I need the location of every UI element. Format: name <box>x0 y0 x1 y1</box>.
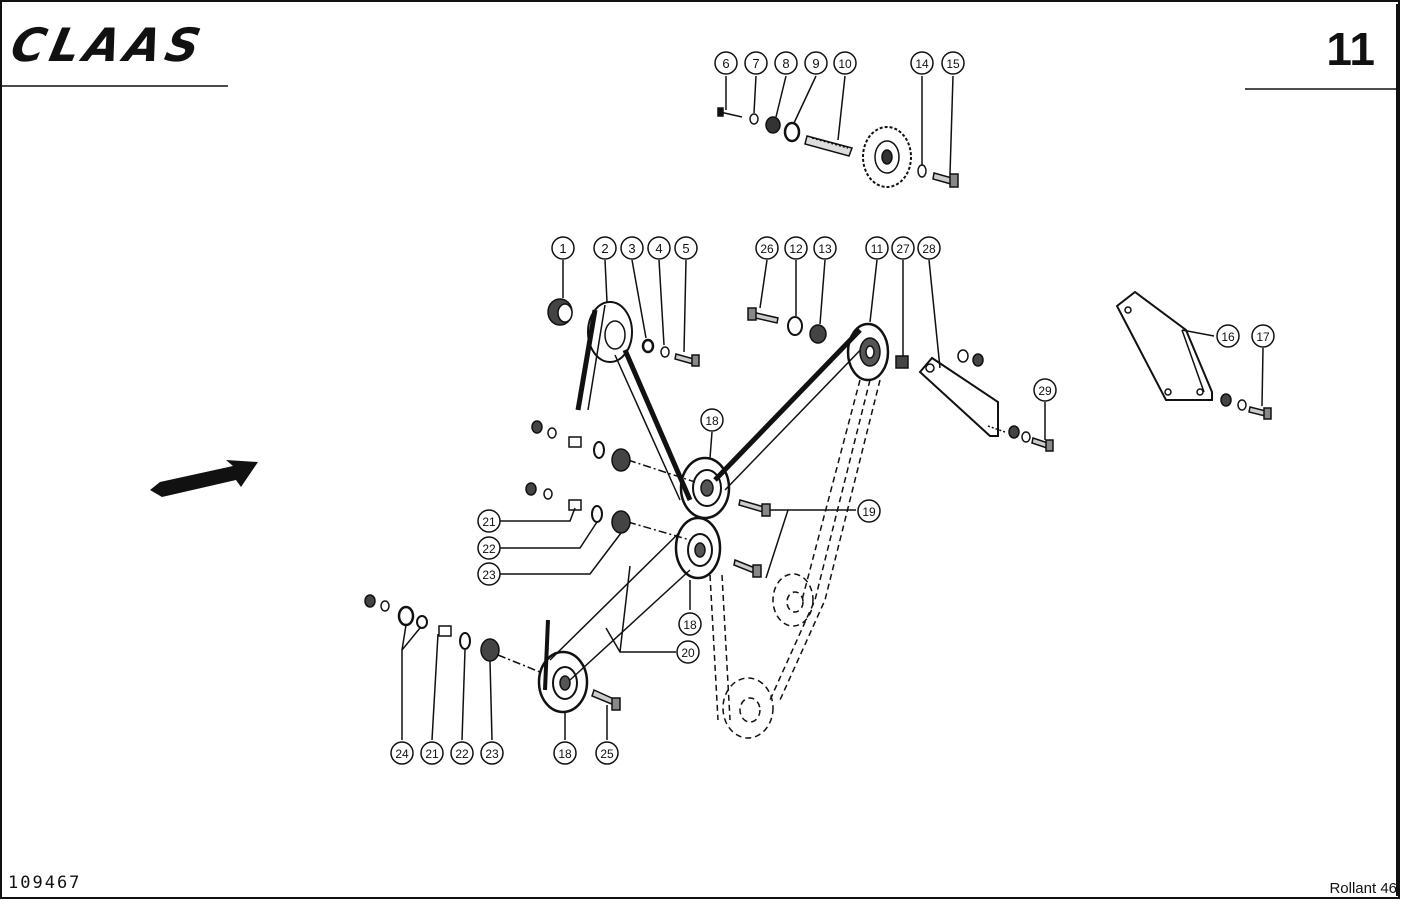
callout-5: 5 <box>674 236 698 260</box>
svg-text:28: 28 <box>922 242 936 256</box>
lower-belt-drive <box>364 531 691 741</box>
callout-19: 19 <box>857 499 881 523</box>
svg-text:14: 14 <box>915 57 929 71</box>
callout-24: 24 <box>390 741 414 765</box>
callout-12: 12 <box>784 236 808 260</box>
callout-8: 8 <box>774 51 798 75</box>
svg-text:18: 18 <box>558 747 572 761</box>
document-number: 109467 <box>8 873 82 893</box>
svg-text:21: 21 <box>425 747 439 761</box>
callout-18-upper: 18 <box>700 408 724 432</box>
callout-14: 14 <box>910 51 934 75</box>
callout-22-upper: 22 <box>477 536 501 560</box>
callout-2: 2 <box>593 236 617 260</box>
callout-6: 6 <box>714 51 738 75</box>
svg-text:22: 22 <box>455 747 469 761</box>
svg-text:10: 10 <box>838 57 852 71</box>
callout-28: 28 <box>917 236 941 260</box>
callout-17: 17 <box>1251 324 1275 348</box>
svg-text:5: 5 <box>682 241 689 256</box>
svg-text:12: 12 <box>789 242 803 256</box>
callout-22-lower: 22 <box>450 741 474 765</box>
callouts: 6 7 8 9 10 14 15 1 2 3 4 5 26 12 13 11 2… <box>390 51 1275 765</box>
callout-3: 3 <box>620 236 644 260</box>
upper-belt-drive <box>547 259 1054 501</box>
svg-text:9: 9 <box>812 56 819 71</box>
callout-1: 1 <box>551 236 575 260</box>
callout-21-upper: 21 <box>477 509 501 533</box>
callout-18-middle: 18 <box>678 612 702 636</box>
svg-text:24: 24 <box>395 747 409 761</box>
svg-text:23: 23 <box>485 747 499 761</box>
svg-text:22: 22 <box>482 542 496 556</box>
svg-text:27: 27 <box>896 242 910 256</box>
idler-pulley-stack <box>500 420 856 610</box>
callout-11: 11 <box>865 236 889 260</box>
callout-16: 16 <box>1216 324 1240 348</box>
callout-23-upper: 23 <box>477 562 501 586</box>
mounting-plate <box>1115 290 1272 420</box>
callout-10: 10 <box>833 51 857 75</box>
svg-text:20: 20 <box>681 646 695 660</box>
callout-4: 4 <box>647 236 671 260</box>
alternate-belt-dashed <box>709 379 881 739</box>
callout-20: 20 <box>676 640 700 664</box>
brand-logo: CLAAS <box>6 18 211 72</box>
svg-text:1: 1 <box>559 241 566 256</box>
svg-text:16: 16 <box>1221 330 1235 344</box>
top-idler-assembly <box>717 75 959 188</box>
callout-25: 25 <box>595 741 619 765</box>
model-name: Rollant 46 <box>1329 880 1397 897</box>
callout-21-lower: 21 <box>420 741 444 765</box>
svg-text:8: 8 <box>782 56 789 71</box>
svg-text:25: 25 <box>600 747 614 761</box>
svg-text:7: 7 <box>752 56 759 71</box>
callout-23-lower: 23 <box>480 741 504 765</box>
callout-18-lower: 18 <box>553 741 577 765</box>
svg-text:29: 29 <box>1038 384 1052 398</box>
svg-text:21: 21 <box>482 515 496 529</box>
svg-text:13: 13 <box>818 242 832 256</box>
callout-15: 15 <box>941 51 965 75</box>
svg-text:15: 15 <box>946 57 960 71</box>
svg-text:19: 19 <box>862 505 876 519</box>
page-number: 11 <box>1326 23 1375 75</box>
callout-7: 7 <box>744 51 768 75</box>
svg-text:18: 18 <box>683 618 697 632</box>
svg-text:6: 6 <box>722 56 729 71</box>
callout-27: 27 <box>891 236 915 260</box>
callout-9: 9 <box>804 51 828 75</box>
callout-29: 29 <box>1033 378 1057 402</box>
svg-text:3: 3 <box>628 241 635 256</box>
callout-26: 26 <box>755 236 779 260</box>
svg-text:26: 26 <box>760 242 774 256</box>
svg-text:18: 18 <box>705 414 719 428</box>
callout-13: 13 <box>813 236 837 260</box>
svg-text:2: 2 <box>601 241 608 256</box>
svg-text:17: 17 <box>1256 330 1270 344</box>
svg-text:23: 23 <box>482 568 496 582</box>
direction-arrow <box>150 460 258 497</box>
svg-text:4: 4 <box>655 241 662 256</box>
svg-text:11: 11 <box>871 242 884 256</box>
